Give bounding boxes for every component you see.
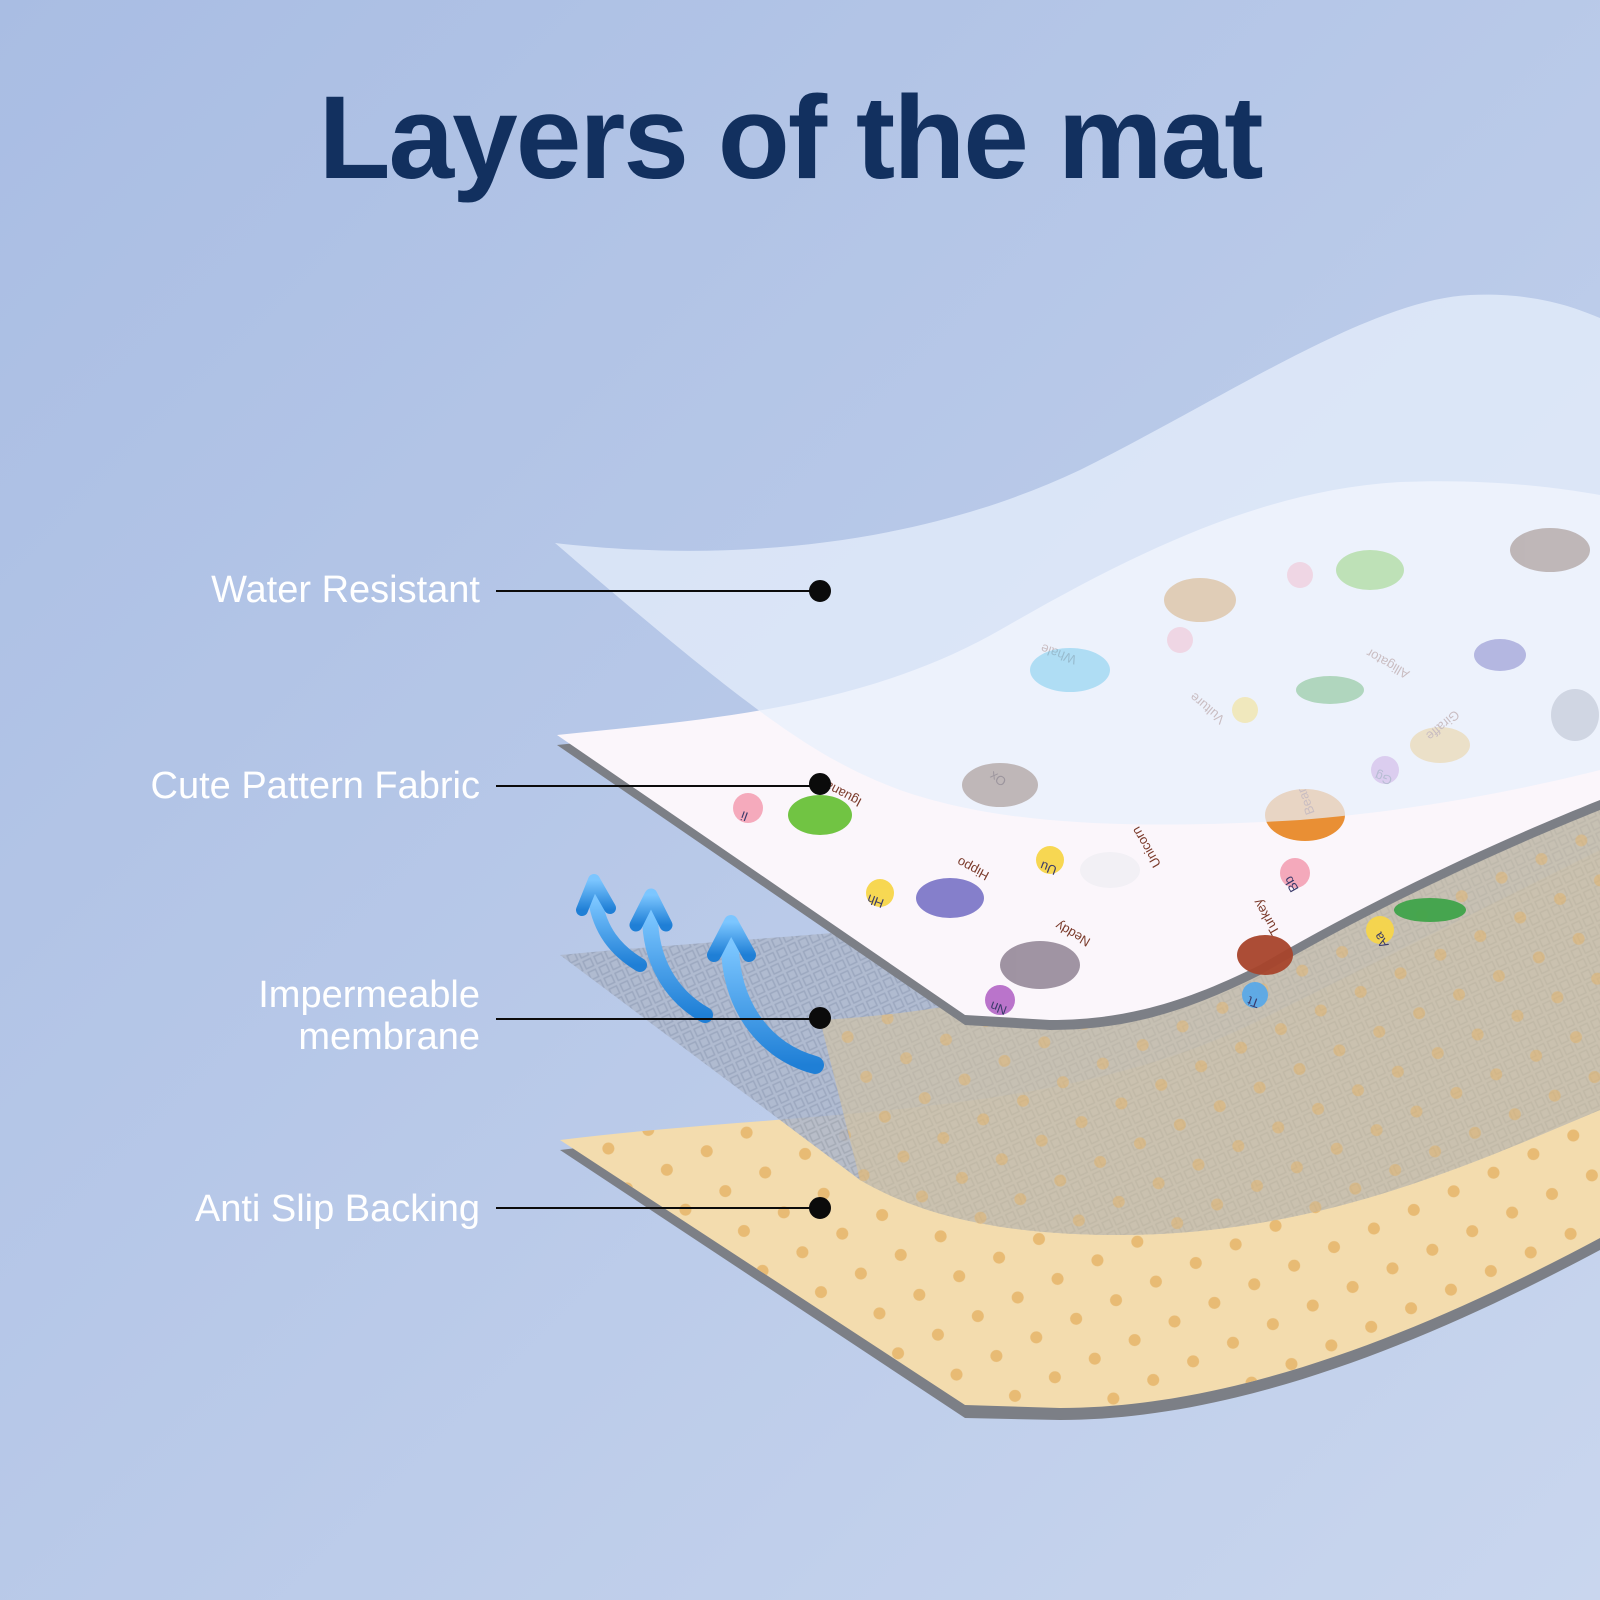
- label-line: Anti Slip Backing: [194, 1188, 480, 1230]
- leader-lines: [496, 580, 831, 1219]
- pattern-word: Aa: [1370, 929, 1391, 951]
- label-line: Cute Pattern Fabric: [150, 765, 480, 807]
- letter-bubble-nn: [985, 985, 1015, 1015]
- pattern-word: Bb: [1281, 874, 1302, 895]
- pattern-word: Uu: [1038, 858, 1059, 878]
- label-water-resistant: Water Resistant: [211, 569, 480, 611]
- letter-bubble-bb: [1280, 858, 1310, 888]
- letter-bubble-ii: [733, 793, 763, 823]
- label-impermeable-membrane: Impermeable membrane: [258, 974, 480, 1058]
- label-line: Impermeable: [258, 974, 480, 1016]
- iguana-figure: [788, 795, 852, 835]
- water-resistant-layer: [555, 294, 1600, 825]
- unicorn-figure: [1080, 852, 1140, 888]
- hippo-figure: [916, 878, 984, 918]
- letter-bubble-uu: [1036, 846, 1064, 874]
- leader-dot-water: [809, 580, 831, 602]
- pattern-word: Hh: [865, 891, 886, 911]
- label-anti-slip-backing: Anti Slip Backing: [195, 1188, 480, 1230]
- page-title: Layers of the mat: [318, 72, 1263, 204]
- turkey-figure: [1237, 935, 1293, 975]
- pattern-word: Nn: [988, 998, 1009, 1018]
- letter-bubble-aa: [1366, 916, 1394, 944]
- leader-dot-membrane: [809, 1007, 831, 1029]
- faded-pattern-under-film: [962, 528, 1590, 807]
- letter-bubble-tt: [1242, 982, 1268, 1008]
- neddy-figure: [1000, 941, 1080, 989]
- pattern-word: Ii: [739, 808, 750, 824]
- label-line: Water Resistant: [211, 569, 480, 611]
- label-cute-pattern-fabric: Cute Pattern Fabric: [151, 765, 480, 807]
- label-line: membrane: [298, 1016, 480, 1058]
- letter-bubble-hh: [866, 879, 894, 907]
- pattern-word: Tt: [1245, 993, 1261, 1011]
- leader-dot-antislip: [809, 1197, 831, 1219]
- alligator-figure: [1394, 898, 1466, 922]
- leader-dot-pattern: [809, 773, 831, 795]
